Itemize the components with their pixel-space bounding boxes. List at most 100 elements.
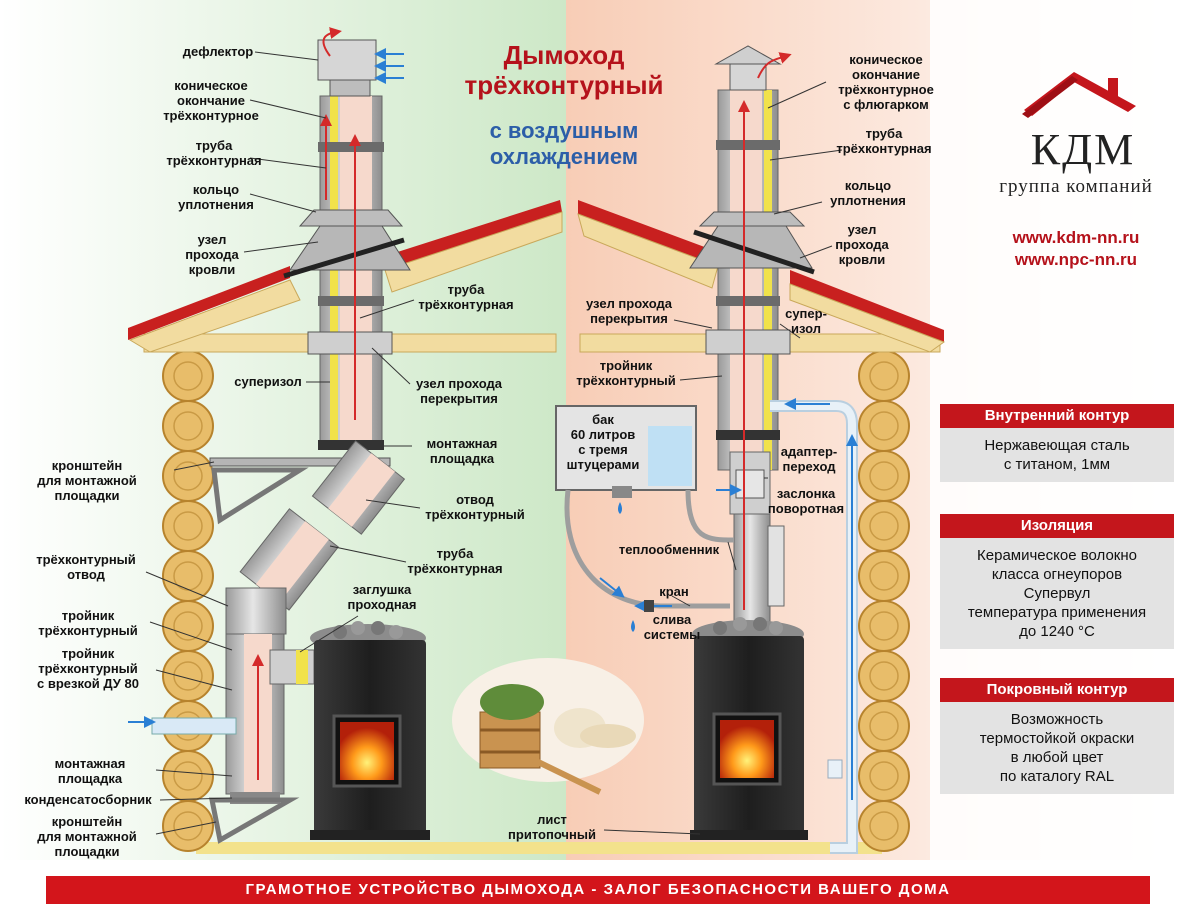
- label-deflector: дефлектор: [182, 44, 254, 59]
- log-wall-right: [858, 350, 910, 852]
- info-box-cover-contour: Покровный контур Возможность термостойко…: [940, 678, 1174, 794]
- log-end: [858, 750, 910, 802]
- info-box-body: Возможность термостойкой окраски в любой…: [979, 711, 1135, 785]
- roof-right: [577, 200, 946, 353]
- left-stove: [310, 621, 430, 840]
- label-mounting-platform-2: монтажная площадка: [54, 756, 126, 786]
- log-ring: [869, 761, 899, 791]
- log-end: [162, 450, 214, 502]
- info-box-header: Внутренний контур: [940, 404, 1174, 428]
- label-plug: заглушка проходная: [347, 582, 417, 612]
- footer-banner: ГРАМОТНОЕ УСТРОЙСТВО ДЫМОХОДА - ЗАЛОГ БЕ…: [46, 876, 1150, 904]
- label-drain: слива системы: [643, 612, 701, 642]
- right-chimney: [689, 45, 858, 854]
- label-bracket-1: кронштейн для монтажной площадки: [37, 458, 137, 503]
- log-end: [162, 600, 214, 652]
- log-ring: [869, 511, 899, 541]
- label-valve: кран: [659, 584, 689, 599]
- log-ring: [869, 611, 899, 641]
- label-pipe-left-1: труба трёхконтурная: [166, 138, 262, 168]
- label-adapter: адаптер- переход: [780, 444, 838, 474]
- label-fireplace-sheet: лист притопочный: [508, 812, 596, 842]
- label-water-tank: бак 60 литров с тремя штуцерами: [566, 412, 640, 472]
- log-ring: [173, 661, 203, 691]
- log-ring: [869, 411, 899, 441]
- info-box-inner-contour: Внутренний контур Нержавеющая сталь с ти…: [940, 404, 1174, 482]
- label-roof-pass-right: узел прохода кровли: [835, 222, 889, 267]
- log-ring: [173, 511, 203, 541]
- info-box-body: Керамическое волокно класса огнеупоров С…: [967, 547, 1147, 640]
- label-pipe-left-2: труба трёхконтурная: [418, 282, 514, 312]
- log-end: [162, 400, 214, 452]
- log-ring: [869, 711, 899, 741]
- log-end: [858, 500, 910, 552]
- log-end: [162, 750, 214, 802]
- info-box-header: Покровный контур: [940, 678, 1174, 702]
- label-roof-pass-left: узел прохода кровли: [185, 232, 239, 277]
- label-seal-ring-left: кольцо уплотнения: [178, 182, 254, 212]
- label-tee-du80: тройник трёхконтурный с врезкой ДУ 80: [37, 646, 139, 691]
- log-ring: [173, 611, 203, 641]
- right-stove: [690, 617, 808, 840]
- log-ring: [173, 411, 203, 441]
- info-box-body: Нержавеющая сталь с титаном, 1мм: [984, 437, 1130, 473]
- label-conical-end-right: коническое окончание трёхконтурное с флю…: [838, 52, 934, 112]
- label-elbow-lower: трёхконтурный отвод: [36, 552, 136, 582]
- floor-strip: [196, 842, 882, 854]
- roof-left: [128, 200, 563, 353]
- label-tee-left: тройник трёхконтурный: [38, 608, 138, 638]
- left-chimney: [128, 27, 411, 844]
- log-ring: [173, 811, 203, 841]
- label-bracket-2: кронштейн для монтажной площадки: [37, 814, 137, 859]
- log-ring: [869, 661, 899, 691]
- log-ring: [869, 811, 899, 841]
- label-ceiling-pass-left: узел прохода перекрытия: [415, 376, 503, 406]
- website-link-1[interactable]: www.kdm-nn.ru: [1012, 228, 1140, 247]
- log-ring: [173, 761, 203, 791]
- label-mounting-platform-1: монтажная площадка: [426, 436, 498, 466]
- label-pipe-left-3: труба трёхконтурная: [407, 546, 503, 576]
- log-end: [858, 650, 910, 702]
- info-box-insulation: Изоляция Керамическое волокно класса огн…: [940, 514, 1174, 649]
- label-condensate-collector: конденсатосборник: [24, 792, 152, 807]
- label-ceiling-pass-right: узел прохода перекрытия: [585, 296, 673, 326]
- log-end: [162, 350, 214, 402]
- log-end: [858, 600, 910, 652]
- log-end: [858, 350, 910, 402]
- label-damper: заслонка поворотная: [767, 486, 845, 516]
- log-end: [858, 400, 910, 452]
- label-elbow-left: отвод трёхконтурный: [425, 492, 525, 522]
- log-end: [858, 700, 910, 752]
- label-seal-ring-right: кольцо уплотнения: [830, 178, 906, 208]
- leader-lines: [145, 51, 843, 835]
- diagram-title: Дымоход трёхконтурный: [464, 40, 664, 100]
- water-tank-system: [555, 405, 742, 632]
- log-ring: [869, 561, 899, 591]
- log-wall-left: [162, 350, 214, 852]
- log-end: [162, 650, 214, 702]
- house-logo-icon: [1022, 72, 1136, 118]
- log-end: [858, 800, 910, 852]
- log-ring: [173, 361, 203, 391]
- label-pipe-right: труба трёхконтурная: [836, 126, 932, 156]
- label-superizol-right: супер- изол: [785, 306, 827, 336]
- log-end: [858, 450, 910, 502]
- website-link-2[interactable]: www.npc-nn.ru: [1014, 250, 1138, 269]
- label-superizol-left: суперизол: [234, 374, 302, 389]
- label-heat-exchanger: теплообменник: [618, 542, 720, 557]
- log-end: [162, 800, 214, 852]
- info-box-header: Изоляция: [940, 514, 1174, 538]
- sauna-accessories-image: [452, 658, 644, 795]
- brand-tagline: группа компаний: [999, 176, 1153, 197]
- log-end: [858, 550, 910, 602]
- brand-name: КДМ: [1030, 125, 1136, 174]
- log-ring: [869, 461, 899, 491]
- diagram-subtitle: с воздушным охлаждением: [489, 118, 639, 169]
- log-ring: [869, 361, 899, 391]
- log-end: [162, 500, 214, 552]
- log-end: [162, 550, 214, 602]
- label-conical-end-left: коническое окончание трёхконтурное: [163, 78, 259, 123]
- log-ring: [173, 461, 203, 491]
- label-tee-right: тройник трёхконтурный: [576, 358, 676, 388]
